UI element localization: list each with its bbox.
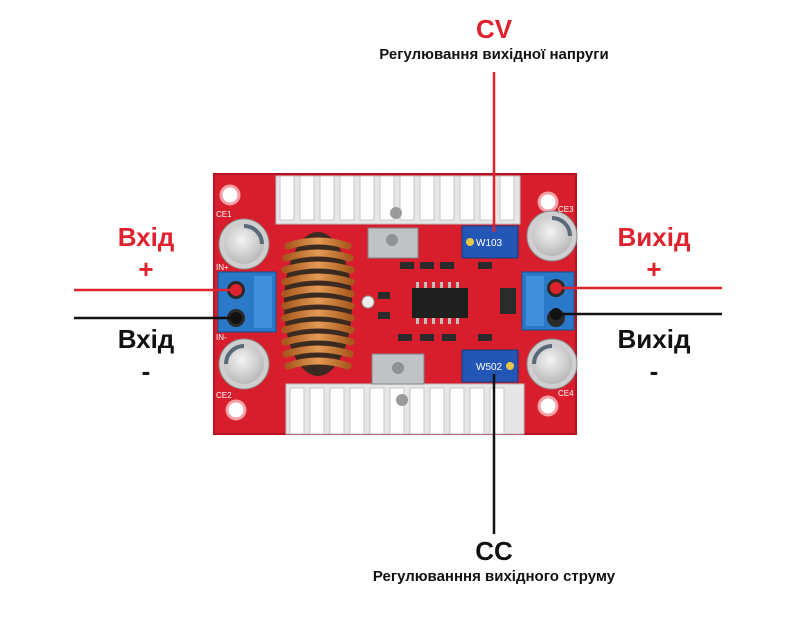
input-plus-sign: + (138, 254, 154, 284)
cv-code: CV (475, 14, 513, 44)
mount-hole (225, 399, 247, 421)
input-minus-title: Вхід (117, 324, 175, 354)
output-plus-marker (550, 282, 562, 294)
trimmer-bottom-marking: W502 (476, 362, 503, 373)
silk-in-plus: IN+ (216, 263, 229, 272)
control-ic (412, 282, 468, 324)
heatsink-top (275, 175, 521, 225)
input-minus-sign: - (141, 356, 151, 386)
heatsink-bottom (285, 383, 525, 435)
input-minus-marker (230, 312, 242, 324)
output-minus-marker (550, 308, 562, 320)
output-plus-title: Вихід (617, 222, 691, 252)
silk-ce2: CE2 (216, 391, 232, 400)
cc-code: CC (475, 536, 513, 566)
trimmer-top-marking: W103 (476, 238, 503, 249)
silk-in-minus: IN- (216, 333, 227, 342)
cc-caption: Регулюванння вихідного струму (372, 568, 616, 585)
capacitor-ce2 (218, 338, 270, 390)
input-plus-title: Вхід (117, 222, 175, 252)
mount-hole (537, 395, 559, 417)
output-terminal-block (521, 271, 575, 331)
mount-hole (219, 184, 241, 206)
silk-ce1: CE1 (216, 210, 232, 219)
capacitor-ce3 (526, 210, 578, 262)
silk-ce3: CE3 (558, 205, 574, 214)
capacitor-ce1 (218, 218, 270, 270)
mount-hole (537, 191, 559, 213)
output-minus-title: Вихід (617, 324, 691, 354)
output-minus-sign: - (649, 356, 659, 386)
capacitor-ce4 (526, 338, 578, 390)
input-plus-marker (230, 284, 242, 296)
trimmer-cv (461, 225, 519, 259)
output-plus-sign: + (646, 254, 662, 284)
input-terminal-block (217, 271, 277, 333)
cv-caption: Регулювання вихідної напруги (379, 46, 609, 63)
trimmer-cc (461, 349, 519, 383)
silk-ce4: CE4 (558, 389, 574, 398)
toroid-inductor (281, 232, 355, 376)
